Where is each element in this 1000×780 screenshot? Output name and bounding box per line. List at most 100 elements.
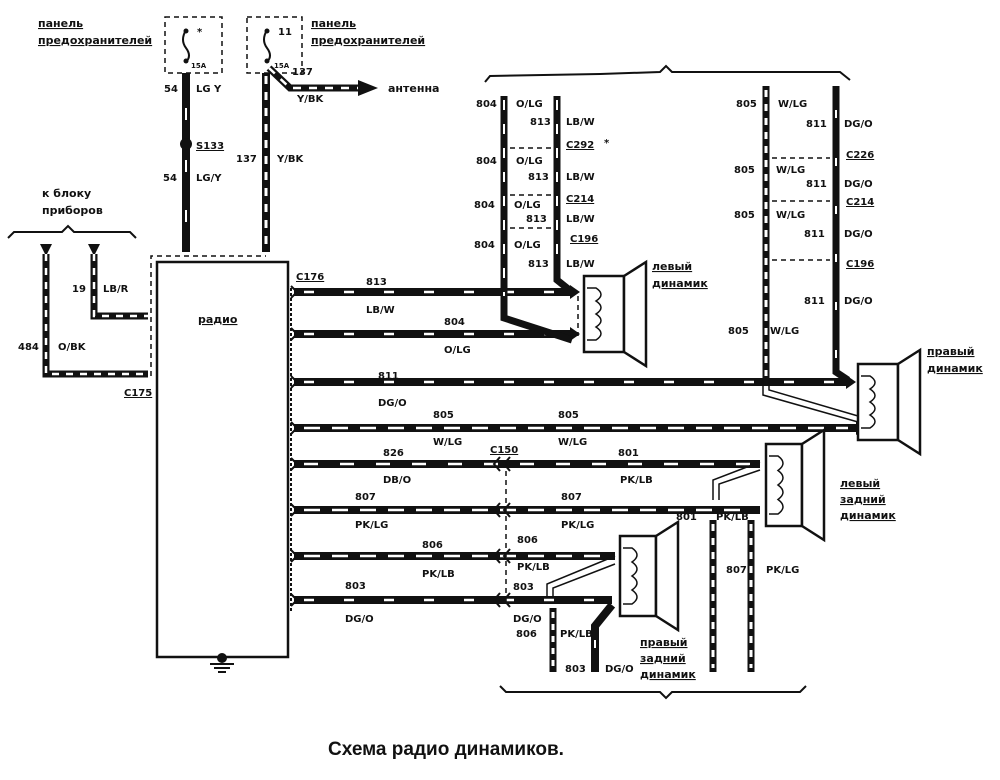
c150-chevron-icon: [502, 548, 511, 564]
wire-137-color: Y/BK: [276, 154, 305, 165]
diagram-title: Схема радио динамиков.: [328, 739, 564, 760]
v-813-color-2: LB/W: [566, 172, 595, 183]
v-813-2: 813: [528, 172, 549, 183]
wire-803-horizontal-pin-icon: [290, 593, 299, 607]
fuse-panel-right: 11 15A: [246, 16, 303, 74]
v-806-color: PK/LB: [560, 629, 593, 640]
wire-813-vertical: [553, 96, 575, 295]
bottom-brace: [499, 685, 807, 700]
v-811-color-1: DG/O: [844, 119, 873, 130]
v-811-3: 811: [804, 229, 825, 240]
fuse-number: 11: [278, 27, 292, 38]
wire-811-vertical: [832, 86, 850, 383]
wire-484: [40, 244, 148, 378]
connector-c292-mark: *: [604, 138, 610, 149]
wire-54-circuit-2: 54: [163, 173, 177, 184]
v-813-1: 813: [530, 117, 551, 128]
fuse-panel-right-label-2: предохранителей: [311, 34, 425, 47]
fuse-panel-left-label-1: панель: [38, 17, 83, 30]
antenna-label: антенна: [388, 82, 439, 95]
wire-806-vertical: [546, 555, 616, 672]
rear-right-speaker: [618, 519, 680, 633]
splice-s133: [180, 138, 192, 150]
rear-left-speaker-label-2: задний: [840, 493, 886, 506]
wire-805-vertical: [762, 86, 859, 423]
ground-icon: [210, 653, 234, 673]
v-811-color-2: DG/O: [844, 179, 873, 190]
rear-left-speaker-label-1: левый: [840, 477, 880, 490]
wire-803-circuit: 803: [345, 581, 366, 592]
wire-806-horizontal-pin-icon: [290, 549, 299, 563]
wire-801-color: PK/LB: [620, 475, 653, 486]
v-805-2: 805: [734, 165, 755, 176]
c150-chevron-icon: [492, 502, 501, 518]
instrument-cluster-brace: [7, 224, 137, 239]
v-811-color-4: DG/O: [844, 296, 873, 307]
wire-54-color: LG/Y: [196, 173, 222, 184]
v-803: 803: [565, 664, 586, 675]
antenna-arrow-icon: [358, 80, 378, 96]
wire-805-circuit: 805: [433, 410, 454, 421]
wire-804-vertical: [500, 96, 574, 344]
wire-137-circuit: 137: [236, 154, 257, 165]
wire-826-color: DB/O: [383, 475, 411, 486]
rear-right-speaker-label-1: правый: [640, 636, 688, 649]
fuse-panel-right-label-1: панель: [311, 17, 356, 30]
wire-813-color: LB/W: [366, 305, 395, 316]
wire-804-color: O/LG: [444, 345, 471, 356]
v-805-3: 805: [734, 210, 755, 221]
wire-484-color: O/BK: [58, 342, 87, 353]
connector-c176-label: C176: [296, 272, 324, 283]
wire-803-circuit-2: 803: [513, 582, 534, 593]
v-804-color-2: O/LG: [516, 156, 543, 167]
wire-19: [88, 244, 148, 320]
fuse-panel-left-label-2: предохранителей: [38, 34, 152, 47]
v-811-color-3: DG/O: [844, 229, 873, 240]
wire-804-horizontal-pin-icon: [290, 327, 299, 341]
fuse-number: *: [197, 27, 203, 38]
connector-c175-label: C175: [124, 388, 152, 399]
c150-chevron-icon: [492, 456, 501, 472]
instrument-cluster-label-1: к блоку: [42, 187, 91, 200]
wire-811-color: DG/O: [378, 398, 407, 409]
wire-806-circuit-2: 806: [517, 535, 538, 546]
rear-left-speaker: [764, 427, 826, 543]
v-813-color-3: LB/W: [566, 214, 595, 225]
c150-chevron-icon: [502, 502, 511, 518]
wire-804-circuit: 804: [444, 317, 465, 328]
front-left-speaker-label-2: динамик: [652, 277, 708, 290]
fuse-rating: 15A: [274, 62, 290, 70]
wire-19-color: LB/R: [103, 284, 129, 295]
wire-807-circuit: 807: [355, 492, 376, 503]
v-807: 807: [726, 565, 747, 576]
connector-c214-right-label: C214: [846, 197, 874, 208]
radio-label: радио: [198, 313, 238, 326]
wire-813-horizontal-pin-icon: [290, 285, 299, 299]
wire-806-color: PK/LB: [422, 569, 455, 580]
wire-803-vertical: [591, 602, 616, 672]
wire-803-color-2: DG/O: [513, 614, 542, 625]
fuse-panel-left: * 15A: [164, 16, 223, 74]
connector-c196-left-label: C196: [570, 234, 598, 245]
v-804-color-3: O/LG: [514, 200, 541, 211]
front-left-speaker: [582, 259, 648, 369]
v-813-color-1: LB/W: [566, 117, 595, 128]
v-807-color: PK/LG: [766, 565, 799, 576]
c150-chevron-icon: [492, 592, 501, 608]
wire-801-vertical: [709, 461, 761, 672]
v-804-4: 804: [474, 240, 495, 251]
front-right-speaker-label-1: правый: [927, 345, 975, 358]
speaker-coil-icon: [587, 287, 602, 341]
wire-54-color-top: LG Y: [196, 84, 222, 95]
wire-137: [262, 65, 378, 252]
v-813-color-4: LB/W: [566, 259, 595, 270]
wire-19-circuit: 19: [72, 284, 86, 295]
speaker-coil-icon: [623, 547, 638, 605]
fuse-rating: 15A: [191, 62, 207, 70]
v-803-color: DG/O: [605, 664, 634, 675]
wire-807-color: PK/LG: [355, 520, 388, 531]
wire-826-circuit: 826: [383, 448, 404, 459]
wire-137-antenna-circuit: 137: [292, 67, 313, 78]
rear-left-speaker-label-3: динамик: [840, 509, 896, 522]
